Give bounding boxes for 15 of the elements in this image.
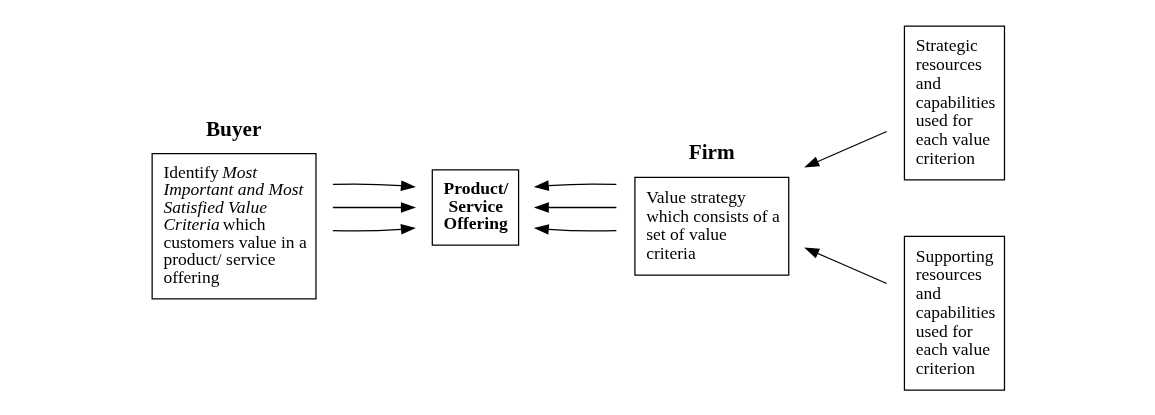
arrow bbox=[533, 202, 617, 213]
arrow bbox=[533, 224, 617, 235]
arrow bbox=[331, 202, 416, 213]
arrow bbox=[331, 224, 416, 235]
node-box: Strategic resources and capabilities used for each value criterion bbox=[903, 25, 1005, 181]
node-label: Firm bbox=[688, 140, 735, 165]
node-box: Supporting resources and capabilities used for each value criterion bbox=[903, 235, 1005, 391]
node-box: Identify Most Important and Most Satisfied Value Criteria which customers value in a product/ service offering bbox=[151, 153, 317, 300]
node-label: Buyer bbox=[205, 116, 261, 141]
node-box: Product/ Service Offering bbox=[431, 169, 519, 246]
arrow bbox=[803, 247, 887, 285]
arrow bbox=[803, 130, 887, 168]
arrow bbox=[533, 180, 617, 191]
arrow bbox=[331, 180, 416, 191]
node-box: Value strategy which consists of a set of value criteria bbox=[633, 176, 789, 276]
